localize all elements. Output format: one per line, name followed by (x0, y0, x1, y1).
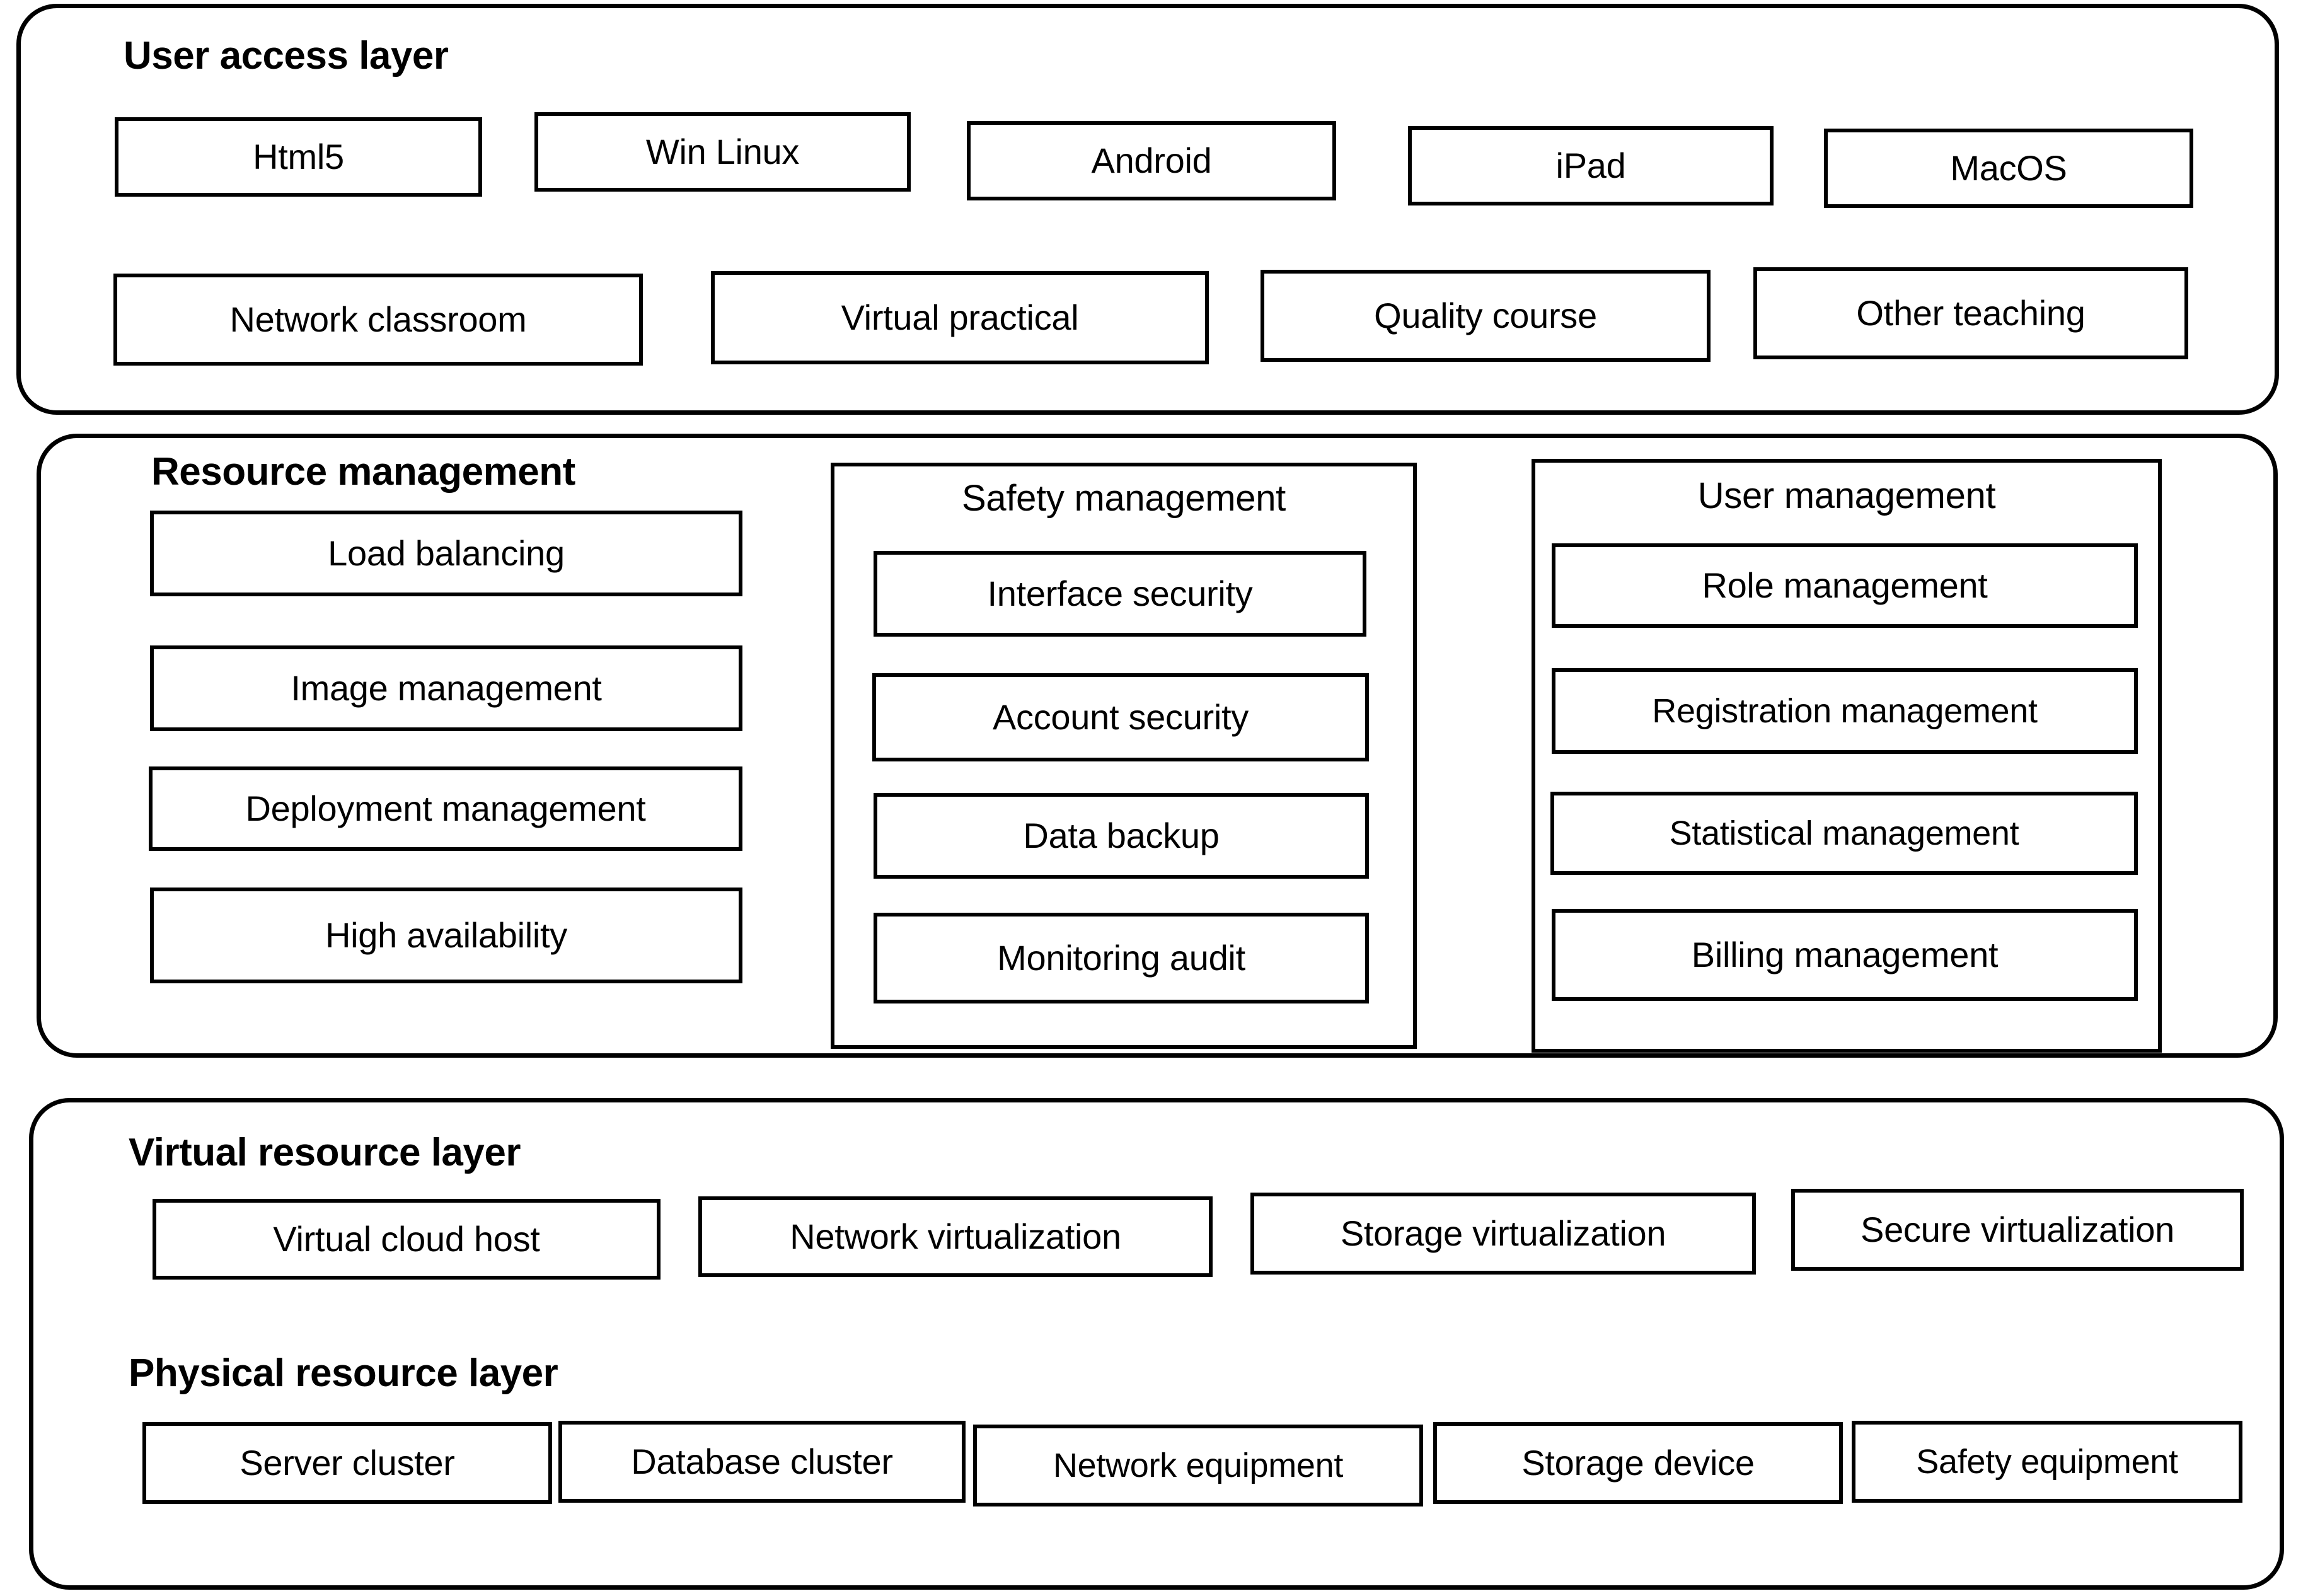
node-interface-security[interactable]: Interface security (874, 551, 1366, 637)
node-statistical-management[interactable]: Statistical management (1550, 792, 2138, 875)
node-load-balancing[interactable]: Load balancing (150, 511, 742, 596)
node-ipad[interactable]: iPad (1408, 126, 1774, 205)
node-account-security[interactable]: Account security (872, 673, 1369, 761)
node-monitoring-audit[interactable]: Monitoring audit (874, 913, 1369, 1003)
node-html5[interactable]: Html5 (115, 117, 482, 197)
node-safety-equipment[interactable]: Safety equipment (1852, 1421, 2242, 1503)
node-registration-management[interactable]: Registration management (1552, 668, 2138, 754)
user-management-title: User management (1697, 475, 1996, 516)
physical-resource-layer-title: Physical resource layer (129, 1351, 558, 1395)
node-virtual-cloud-host[interactable]: Virtual cloud host (153, 1199, 661, 1280)
resource-management-title: Resource management (151, 450, 575, 494)
node-secure-virtualization[interactable]: Secure virtualization (1791, 1189, 2244, 1271)
node-image-management[interactable]: Image management (150, 645, 742, 731)
node-quality-course[interactable]: Quality course (1261, 270, 1711, 362)
virtual-resource-layer-title: Virtual resource layer (129, 1131, 521, 1174)
node-storage-device[interactable]: Storage device (1433, 1422, 1843, 1504)
node-data-backup[interactable]: Data backup (874, 793, 1369, 879)
node-database-cluster[interactable]: Database cluster (558, 1421, 966, 1503)
node-network-virtualization[interactable]: Network virtualization (698, 1196, 1213, 1277)
node-android[interactable]: Android (967, 121, 1336, 200)
safety-management-title: Safety management (962, 478, 1286, 519)
node-deployment-management[interactable]: Deployment management (149, 766, 742, 851)
resource-layer-container (29, 1098, 2284, 1590)
node-billing-management[interactable]: Billing management (1552, 909, 2138, 1001)
node-virtual-practical[interactable]: Virtual practical (711, 271, 1209, 364)
node-network-equipment[interactable]: Network equipment (973, 1425, 1423, 1506)
node-storage-virtualization[interactable]: Storage virtualization (1250, 1193, 1756, 1275)
node-win-linux[interactable]: Win Linux (534, 112, 911, 192)
node-network-classroom[interactable]: Network classroom (113, 274, 643, 366)
user-access-layer-title: User access layer (124, 34, 449, 78)
node-macos[interactable]: MacOS (1824, 129, 2193, 208)
node-server-cluster[interactable]: Server cluster (142, 1422, 552, 1504)
node-high-availability[interactable]: High availability (150, 888, 742, 983)
node-other-teaching[interactable]: Other teaching (1753, 267, 2188, 359)
node-role-management[interactable]: Role management (1552, 543, 2138, 628)
